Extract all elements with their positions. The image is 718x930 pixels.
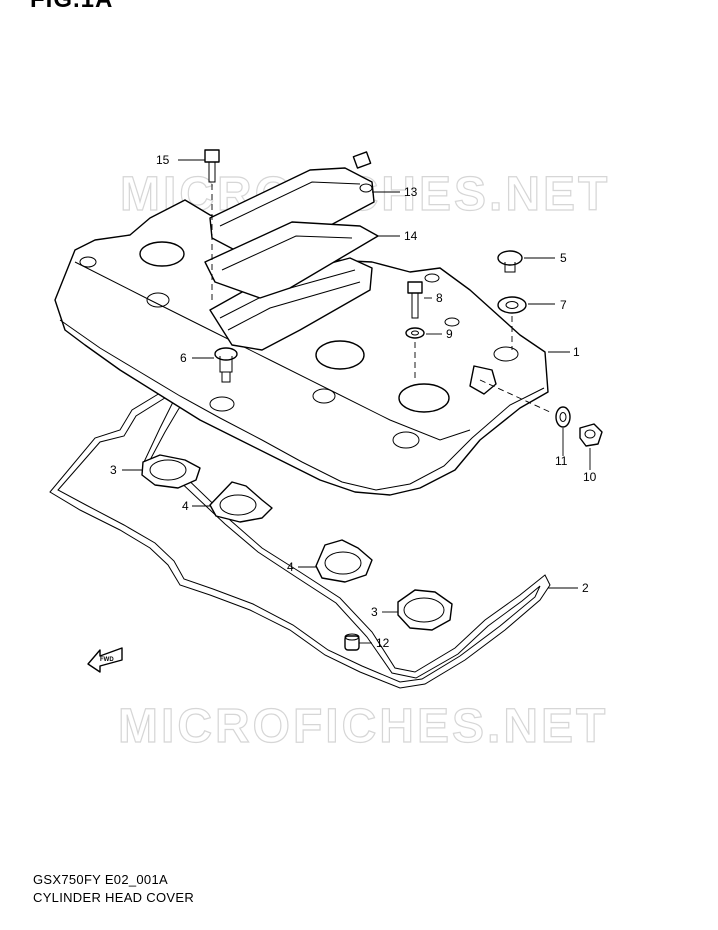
callout-5: 5	[560, 251, 567, 265]
callout-10: 10	[583, 470, 597, 484]
callout-3-a: 3	[110, 463, 117, 477]
callout-6: 6	[180, 351, 187, 365]
axis-line	[479, 379, 551, 413]
figure-code: GSX750FY E02_001A	[33, 872, 168, 887]
callout-13: 13	[404, 185, 418, 199]
callout-labels: 15 13 14 5 7 8 9 1 6 11 10 3 4 4 3 2 12	[110, 153, 597, 650]
cylinder-head-cover-part-1	[54, 199, 549, 496]
figure-title: FIG.1A	[30, 0, 113, 14]
grommet-part-5	[497, 250, 523, 273]
leader-lines	[122, 159, 591, 644]
seal-washer-part-7	[497, 296, 527, 350]
gasket-part-11	[555, 406, 571, 428]
breather-cover-part-13	[209, 151, 375, 259]
bolt-part-8	[407, 281, 423, 319]
bolt-part-15	[204, 149, 220, 300]
bolt-part-6	[214, 347, 238, 383]
callout-2: 2	[582, 581, 589, 595]
breather-plate-part-14	[204, 221, 379, 299]
fwd-arrow-icon: FWD	[87, 647, 123, 673]
figure-name: CYLINDER HEAD COVER	[33, 890, 195, 905]
dowel-part-12	[344, 633, 360, 651]
plug-part-10	[579, 423, 603, 447]
callout-3-b: 3	[371, 605, 378, 619]
plug-gasket-part-3-b	[397, 589, 453, 631]
callout-14: 14	[404, 229, 418, 243]
callout-12: 12	[376, 636, 390, 650]
plug-gasket-part-4-b	[315, 539, 373, 583]
callout-4-a: 4	[182, 499, 189, 513]
plug-gasket-part-4-a	[209, 481, 273, 523]
callout-4-b: 4	[287, 560, 294, 574]
watermark-bottom: MICROFICHES.NET	[118, 700, 608, 753]
callout-8: 8	[436, 291, 443, 305]
plug-gasket-part-3-a	[141, 454, 201, 489]
callout-11: 11	[555, 454, 568, 468]
washer-part-9	[405, 327, 425, 378]
callout-9: 9	[446, 327, 453, 341]
callout-15: 15	[156, 153, 170, 167]
callout-1: 1	[573, 345, 580, 359]
callout-7: 7	[560, 298, 567, 312]
fwd-label: FWD	[100, 657, 114, 663]
